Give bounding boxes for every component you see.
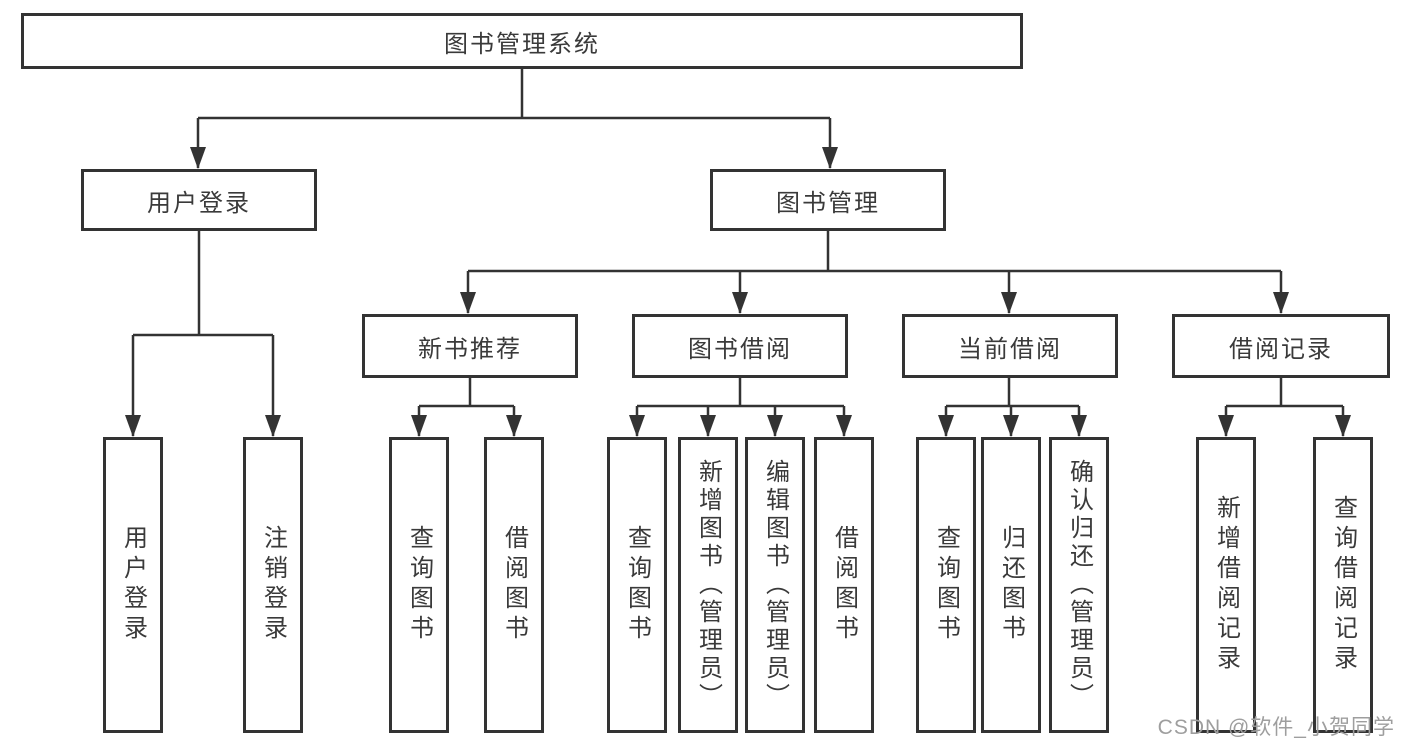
node-book-borrowing: 图书借阅 xyxy=(632,314,848,378)
leaf-label: 查询图书 xyxy=(932,525,960,645)
leaf-user-login: 用户登录 xyxy=(103,437,163,733)
leaf-borrowing-add-books-admin: 新增图书（管理员） xyxy=(678,437,738,733)
node-user-login-group: 用户登录 xyxy=(81,169,317,231)
leaf-label: 新增借阅记录 xyxy=(1212,495,1240,675)
node-label: 图书借阅 xyxy=(688,335,792,363)
leaf-current-query-books: 查询图书 xyxy=(916,437,976,733)
leaf-current-return-books: 归还图书 xyxy=(981,437,1041,733)
leaf-current-confirm-return-admin: 确认归还（管理员） xyxy=(1049,437,1109,733)
leaf-label: 新增图书（管理员） xyxy=(694,459,722,711)
node-borrow-records: 借阅记录 xyxy=(1172,314,1390,378)
leaf-records-query-record: 查询借阅记录 xyxy=(1313,437,1373,733)
node-label: 当前借阅 xyxy=(958,335,1062,363)
node-book-management-system: 图书管理系统 xyxy=(21,13,1023,69)
node-label: 借阅记录 xyxy=(1229,335,1333,363)
leaf-label: 用户登录 xyxy=(119,525,147,645)
leaf-label: 确认归还（管理员） xyxy=(1065,459,1093,711)
node-book-management-group: 图书管理 xyxy=(710,169,946,231)
leaf-label: 借阅图书 xyxy=(500,525,528,645)
leaf-newbook-borrow-books: 借阅图书 xyxy=(484,437,544,733)
leaf-borrowing-edit-books-admin: 编辑图书（管理员） xyxy=(745,437,805,733)
leaf-label: 注销登录 xyxy=(259,525,287,645)
leaf-records-add-record: 新增借阅记录 xyxy=(1196,437,1256,733)
node-new-book-recommend: 新书推荐 xyxy=(362,314,578,378)
leaf-label: 查询图书 xyxy=(405,525,433,645)
csdn-watermark: CSDN @软件_小贺同学 xyxy=(1157,716,1395,739)
leaf-borrowing-query-books: 查询图书 xyxy=(607,437,667,733)
leaf-label: 查询借阅记录 xyxy=(1329,495,1357,675)
node-label: 图书管理 xyxy=(776,189,880,217)
leaf-logout: 注销登录 xyxy=(243,437,303,733)
leaf-label: 查询图书 xyxy=(623,525,651,645)
leaf-label: 归还图书 xyxy=(997,525,1025,645)
leaf-newbook-query-books: 查询图书 xyxy=(389,437,449,733)
node-label: 新书推荐 xyxy=(418,335,522,363)
leaf-label: 借阅图书 xyxy=(830,525,858,645)
node-label: 用户登录 xyxy=(147,189,251,217)
leaf-borrowing-borrow-books: 借阅图书 xyxy=(814,437,874,733)
node-label: 图书管理系统 xyxy=(444,30,600,58)
leaf-label: 编辑图书（管理员） xyxy=(761,459,789,711)
node-current-borrowing: 当前借阅 xyxy=(902,314,1118,378)
